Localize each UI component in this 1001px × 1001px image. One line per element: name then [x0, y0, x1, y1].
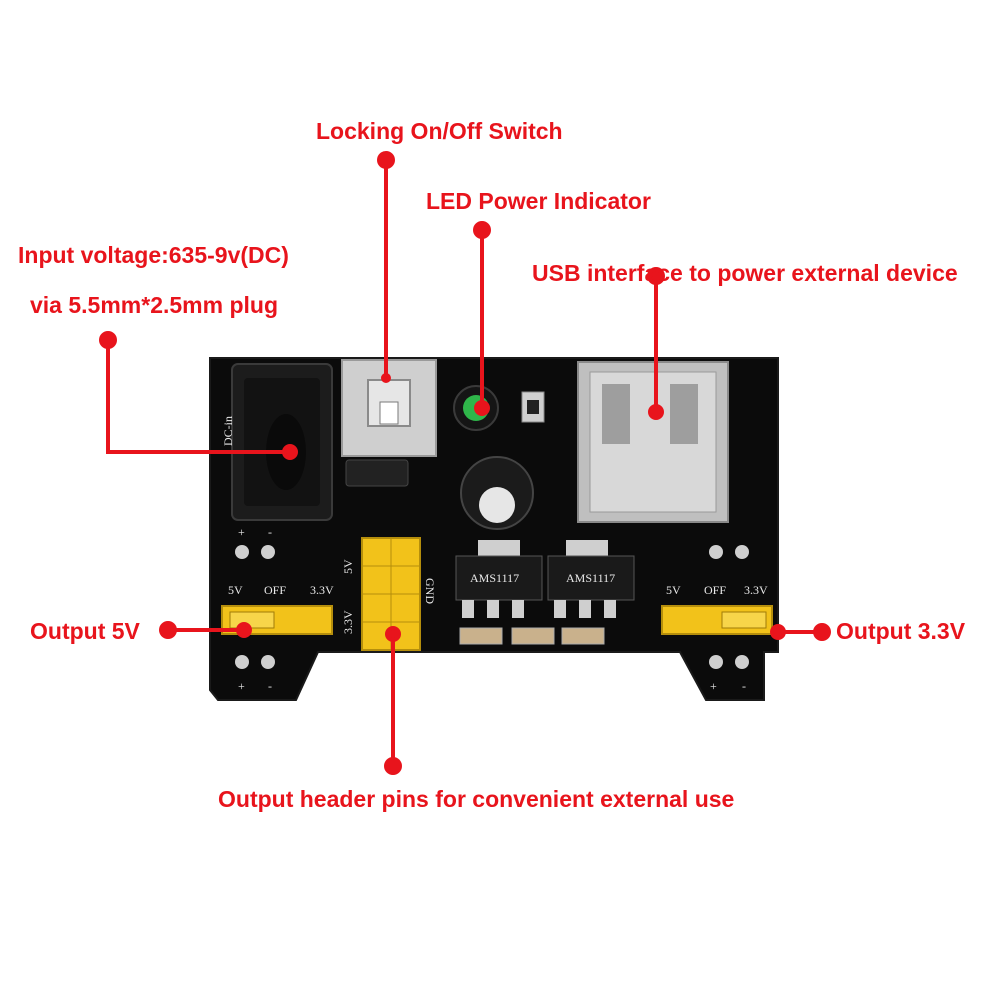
dot-input-top	[99, 331, 117, 349]
left-minus-bottom: -	[268, 679, 272, 693]
dot-usb-top	[647, 267, 665, 285]
dot-out33v-end	[770, 624, 786, 640]
regulator-right-label: AMS1117	[566, 571, 615, 585]
callout-switch: Locking On/Off Switch	[316, 118, 563, 144]
right-plus-bottom: +	[710, 679, 717, 693]
dot-out5v-left	[159, 621, 177, 639]
left-rail-jumpers: + - 5V OFF 3.3V + -	[221, 525, 334, 693]
leader-lines	[99, 151, 831, 775]
callout-input-line1: Input voltage:635-9v(DC)	[18, 242, 289, 268]
dot-out5v-end	[236, 622, 252, 638]
header-5v-label: 5V	[341, 559, 355, 574]
regulator-left: AMS1117	[455, 540, 543, 618]
dot-led-end	[474, 400, 490, 416]
dc-in-label: DC-in	[221, 416, 235, 446]
capacitor	[460, 456, 534, 530]
dot-usb-end	[648, 404, 664, 420]
left-off-label: OFF	[264, 583, 286, 597]
dc-jack: DC-in	[221, 363, 333, 521]
header-gnd-label: GND	[423, 578, 437, 604]
callout-header: Output header pins for convenient extern…	[218, 786, 735, 812]
callout-usb: USB interface to power external device	[532, 260, 958, 286]
dot-switch-top	[377, 151, 395, 169]
dot-header-end	[385, 626, 401, 642]
right-off-label: OFF	[704, 583, 726, 597]
left-5v-label: 5V	[228, 583, 243, 597]
dot-out33v-right	[813, 623, 831, 641]
regulator-right: AMS1117	[547, 540, 635, 618]
dot-led-top	[473, 221, 491, 239]
callout-input-line2: via 5.5mm*2.5mm plug	[30, 292, 278, 318]
callout-out33v: Output 3.3V	[836, 618, 966, 644]
regulator-left-label: AMS1117	[470, 571, 519, 585]
dot-header-bottom	[384, 757, 402, 775]
right-rail-jumpers: 5V OFF 3.3V + -	[661, 545, 773, 693]
right-minus-bottom: -	[742, 679, 746, 693]
usb-port	[577, 361, 729, 523]
left-plus-bottom: +	[238, 679, 245, 693]
header-33v-label: 3.3V	[341, 610, 355, 634]
callout-led: LED Power Indicator	[426, 188, 651, 214]
leader-input	[106, 340, 290, 454]
right-33v-label: 3.3V	[744, 583, 768, 597]
right-5v-label: 5V	[666, 583, 681, 597]
left-minus-top: -	[268, 525, 272, 539]
smd-parts	[459, 627, 605, 645]
dot-input-end	[282, 444, 298, 460]
left-33v-label: 3.3V	[310, 583, 334, 597]
left-plus-top: +	[238, 525, 245, 539]
callout-out5v: Output 5V	[30, 618, 140, 644]
dot-switch-end	[381, 373, 391, 383]
